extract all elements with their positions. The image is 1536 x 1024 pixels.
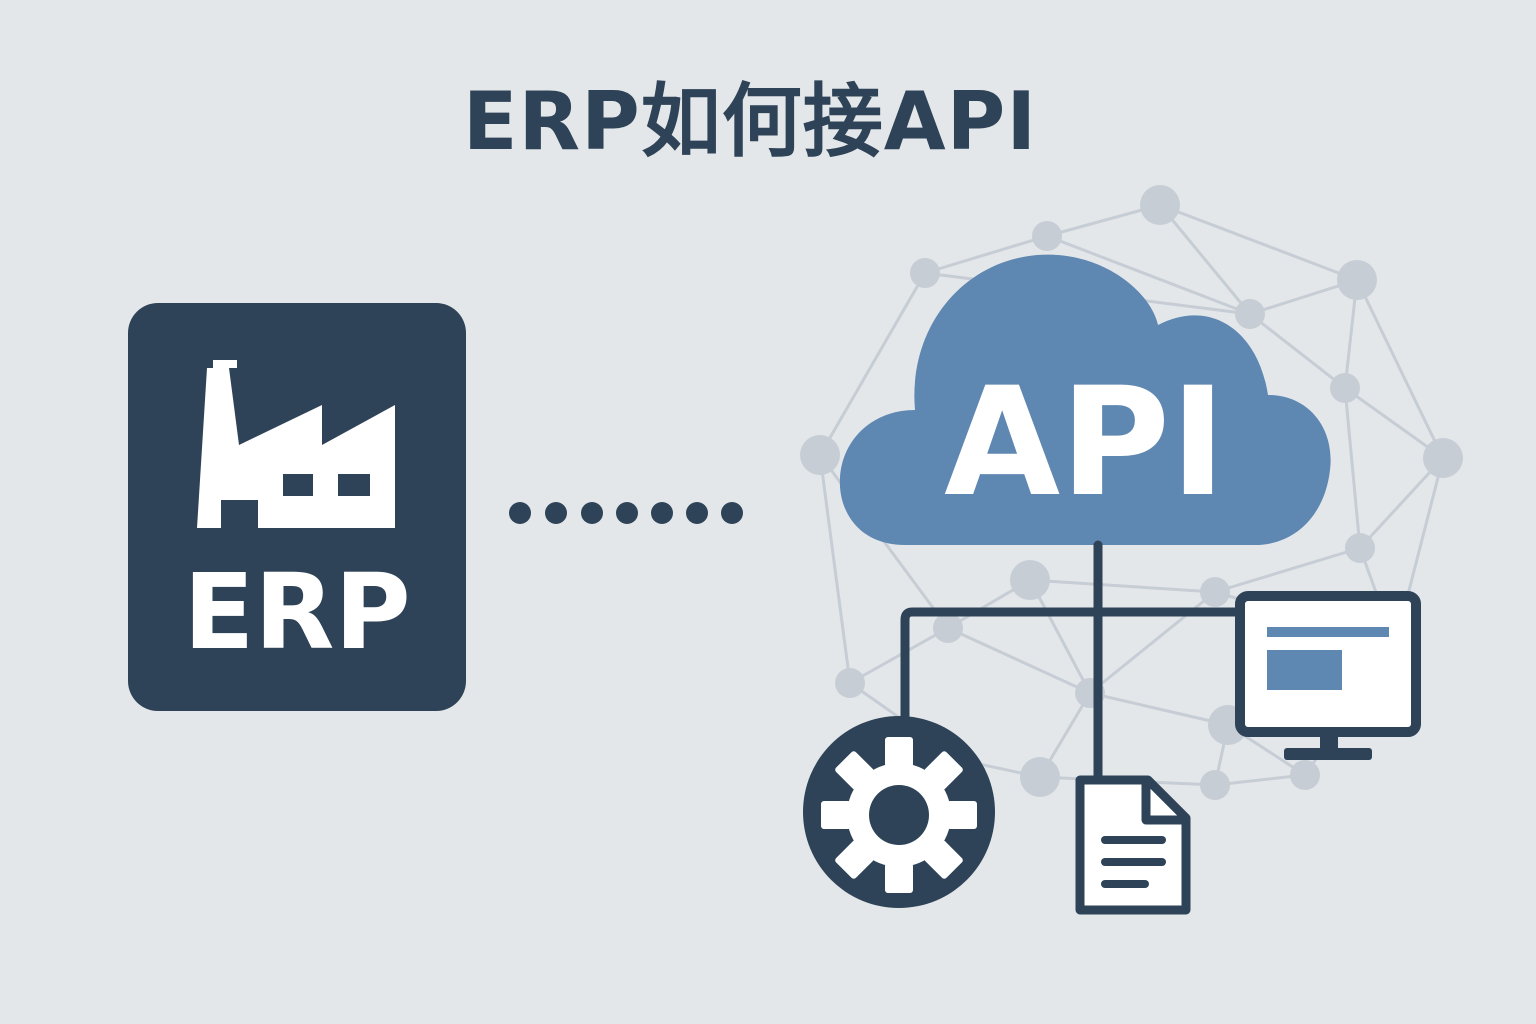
- network-edge: [1089, 691, 1229, 727]
- network-node: [1290, 760, 1320, 790]
- network-edge: [924, 234, 1048, 275]
- network-node: [1140, 185, 1180, 225]
- network-edge: [1158, 204, 1252, 315]
- network-node: [1032, 221, 1062, 251]
- api-label: API: [944, 356, 1226, 530]
- network-edge: [818, 454, 852, 684]
- gear-tooth: [821, 801, 851, 829]
- gear-tooth: [885, 863, 913, 893]
- network-node: [1423, 438, 1463, 478]
- network-node: [1200, 770, 1230, 800]
- page-title: ERP如何接API: [462, 75, 1038, 168]
- network-edge: [1214, 773, 1306, 787]
- network-edge: [1249, 312, 1346, 390]
- network-edge: [1358, 456, 1445, 550]
- network-edge: [1355, 279, 1445, 459]
- network-node: [835, 668, 865, 698]
- network-edge: [1214, 546, 1361, 594]
- network-node: [1337, 260, 1377, 300]
- network-edge: [818, 272, 927, 456]
- network-edge: [1028, 579, 1092, 694]
- network-node: [933, 613, 963, 643]
- network-edge: [849, 626, 949, 685]
- network-node: [1235, 299, 1265, 329]
- network-node: [1330, 373, 1360, 403]
- network-node: [910, 258, 940, 288]
- network-node: [1200, 577, 1230, 607]
- gear-tooth: [947, 801, 977, 829]
- network-edge: [1343, 387, 1362, 549]
- network-node: [1020, 757, 1060, 797]
- network-edge: [1029, 578, 1216, 594]
- network-edge: [1159, 203, 1358, 282]
- network-node: [1345, 533, 1375, 563]
- network-edge: [947, 626, 1091, 695]
- network-node: [1010, 560, 1050, 600]
- network-node: [800, 435, 840, 475]
- network-edge: [1046, 234, 1251, 316]
- erp-label: ERP: [183, 551, 411, 673]
- gear-tooth: [885, 737, 913, 767]
- network-edge: [1344, 386, 1444, 460]
